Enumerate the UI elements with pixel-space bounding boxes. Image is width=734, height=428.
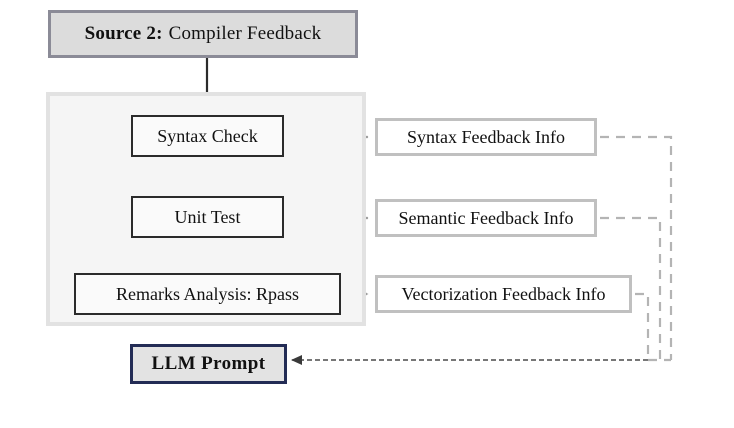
process-label: Syntax Check — [157, 125, 258, 146]
info-label: Syntax Feedback Info — [407, 126, 565, 147]
process-label: Unit Test — [174, 206, 241, 227]
llm-prompt-label: LLM Prompt — [151, 353, 266, 374]
info-label: Vectorization Feedback Info — [401, 283, 606, 304]
source-box: Source 2:Compiler Feedback — [48, 10, 358, 58]
info-box-vectorization-feedback[interactable]: Vectorization Feedback Info — [375, 275, 632, 313]
process-label: Remarks Analysis: Rpass — [116, 283, 299, 304]
llm-prompt-box[interactable]: LLM Prompt — [130, 344, 287, 384]
source-box-label-bold: Source 2: — [84, 23, 163, 44]
edge-syntax-info-return — [600, 135, 673, 360]
edge-vector-info-return — [635, 292, 650, 360]
info-box-semantic-feedback[interactable]: Semantic Feedback Info — [375, 199, 597, 237]
source-box-label-rest: Compiler Feedback — [168, 23, 322, 44]
info-box-syntax-feedback[interactable]: Syntax Feedback Info — [375, 118, 597, 156]
process-box-unit-test[interactable]: Unit Test — [131, 196, 284, 238]
process-box-remarks-analysis[interactable]: Remarks Analysis: Rpass — [74, 273, 341, 315]
process-box-syntax-check[interactable]: Syntax Check — [131, 115, 284, 157]
info-label: Semantic Feedback Info — [398, 207, 574, 228]
